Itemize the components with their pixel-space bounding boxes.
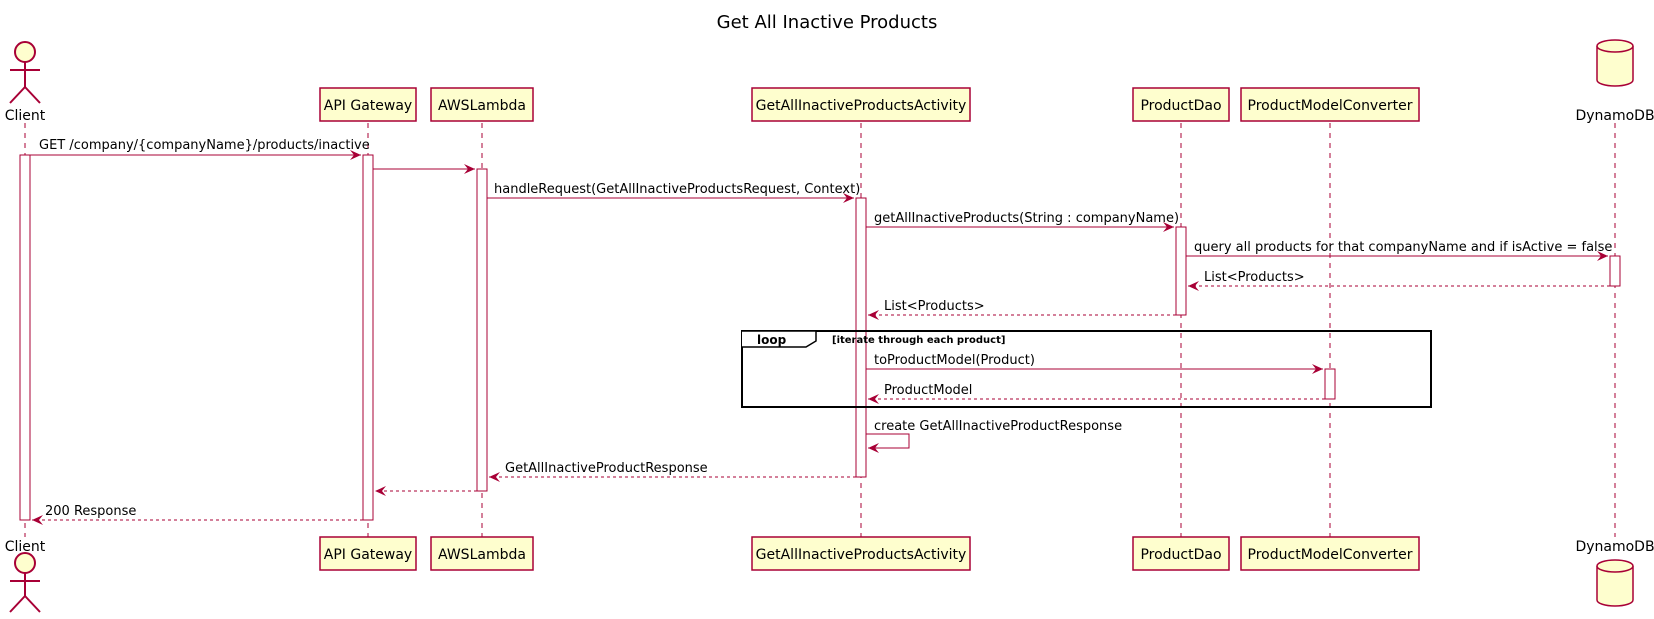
loop-frame — [741, 330, 1432, 408]
participant-label: AWSLambda — [438, 98, 526, 114]
activation-converter — [1324, 368, 1336, 400]
participant-label: GetAllInactiveProductsActivity — [756, 547, 967, 563]
activation-activity — [855, 197, 867, 478]
participant-dynamodb-label-bottom: DynamoDB — [1575, 539, 1654, 555]
participant-label: AWSLambda — [438, 547, 526, 563]
participant-label: API Gateway — [324, 98, 412, 114]
message-arrow-self — [866, 433, 910, 453]
message-label: handleRequest(GetAllInactiveProductsRequ… — [494, 182, 860, 197]
participant-label: ProductDao — [1140, 547, 1221, 563]
participant-api-gateway-bottom: API Gateway — [319, 536, 417, 571]
actor-client-bottom — [9, 552, 41, 613]
message-label: 200 Response — [45, 504, 136, 519]
message-label: List<Products> — [1204, 270, 1305, 285]
message-label: getAllInactiveProducts(String : companyN… — [874, 211, 1179, 226]
message-label: ProductModel — [884, 383, 972, 398]
loop-tab — [742, 330, 817, 348]
messages: GET /company/{companyName}/products/inac… — [30, 138, 1612, 525]
loop-keyword: loop — [757, 333, 787, 347]
participant-activity-bottom: GetAllInactiveProductsActivity — [751, 536, 971, 571]
activation-product-dao — [1175, 226, 1187, 316]
participant-aws-lambda: AWSLambda — [430, 87, 534, 122]
participant-client-label-bottom: Client — [5, 539, 46, 555]
participant-converter-bottom: ProductModelConverter — [1240, 536, 1420, 571]
participant-label: ProductModelConverter — [1248, 547, 1413, 563]
database-dynamodb — [1596, 39, 1634, 87]
participant-client-label: Client — [5, 108, 46, 124]
message-label: GET /company/{companyName}/products/inac… — [39, 138, 370, 153]
diagram-title: Get All Inactive Products — [717, 12, 938, 33]
activation-dynamodb — [1609, 255, 1621, 287]
participants-top: API Gateway AWSLambda GetAllInactiveProd… — [319, 87, 1420, 122]
participant-converter: ProductModelConverter — [1240, 87, 1420, 122]
actor-head — [14, 41, 36, 63]
message-label: List<Products> — [884, 299, 985, 314]
message-label: create GetAllInactiveProductResponse — [874, 419, 1122, 434]
participant-product-dao: ProductDao — [1132, 87, 1230, 122]
participant-dynamodb-label: DynamoDB — [1575, 108, 1654, 124]
message-label: query all products for that companyName … — [1194, 240, 1612, 255]
database-dynamodb-bottom — [1596, 559, 1634, 607]
participant-product-dao-bottom: ProductDao — [1132, 536, 1230, 571]
participant-activity: GetAllInactiveProductsActivity — [751, 87, 971, 122]
participant-label: ProductDao — [1140, 98, 1221, 114]
actor-client — [9, 41, 41, 104]
participant-label: ProductModelConverter — [1248, 98, 1413, 114]
message-label: toProductModel(Product) — [874, 353, 1035, 368]
activation-aws-lambda — [476, 168, 488, 492]
participant-label: GetAllInactiveProductsActivity — [756, 98, 967, 114]
participant-aws-lambda-bottom: AWSLambda — [430, 536, 534, 571]
activation-bars — [19, 154, 1621, 521]
actor-head — [14, 552, 36, 574]
loop-fragment: loop [iterate through each product] — [741, 330, 1432, 408]
participant-label: API Gateway — [324, 547, 412, 563]
message-label: GetAllInactiveProductResponse — [505, 461, 708, 476]
activation-client — [19, 154, 31, 521]
activation-api-gateway — [362, 154, 374, 521]
loop-condition: [iterate through each product] — [832, 335, 1005, 346]
participants-bottom: API Gateway AWSLambda GetAllInactiveProd… — [319, 536, 1420, 571]
participant-api-gateway: API Gateway — [319, 87, 417, 122]
